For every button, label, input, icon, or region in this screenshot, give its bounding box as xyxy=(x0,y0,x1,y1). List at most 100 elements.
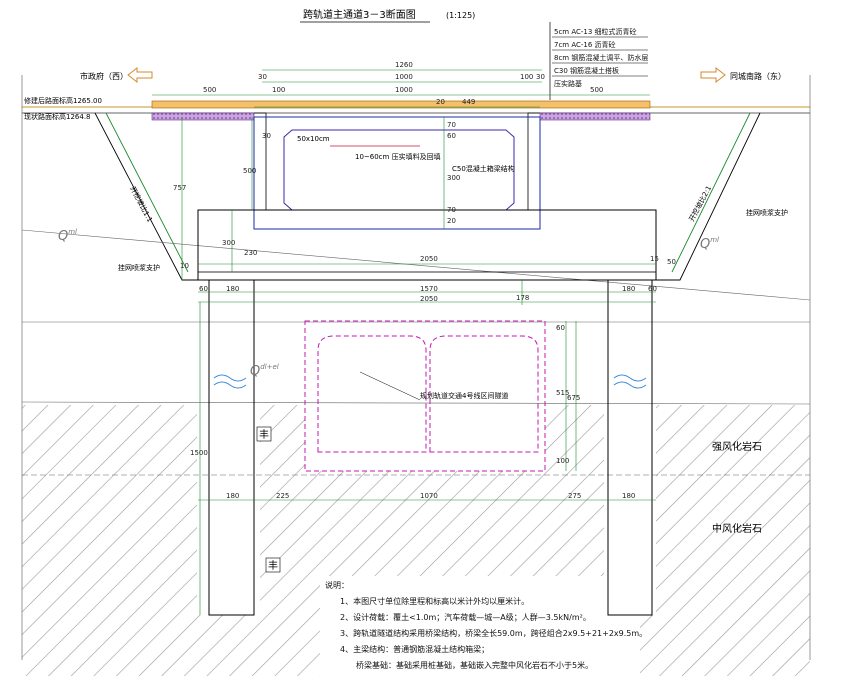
drawing-scale: (1:125) xyxy=(446,11,475,20)
dim-t515: 515 xyxy=(556,389,569,397)
dimension-lines xyxy=(152,69,656,615)
notes-block: 说明： 1、本图尺寸单位除里程和标高以米计外均以厘米计。 2、设计荷载：覆土<1… xyxy=(325,580,647,670)
dim-road-500-left: 500 xyxy=(203,86,216,94)
dim-60-right: 60 xyxy=(648,285,657,293)
pile-left xyxy=(208,279,255,616)
dim-60: 60 xyxy=(447,132,456,140)
chamfer-label: 50x10cm xyxy=(297,135,330,143)
dim-60-left: 60 xyxy=(199,285,208,293)
pavement-strip xyxy=(151,100,651,109)
pile-mask-right xyxy=(604,280,656,615)
dim-b180: 180 xyxy=(226,492,239,500)
dim-20: 20 xyxy=(436,98,445,106)
note-5: 桥梁基础：基础采用桩基础，基础嵌入完整中风化岩石不小于5米。 xyxy=(356,660,593,670)
shotcrete-right-line xyxy=(671,112,751,273)
pile-mark-box-1 xyxy=(256,426,272,442)
tunnel-leader xyxy=(359,371,421,401)
west-direction: 市政府（西） xyxy=(80,66,153,84)
approach-slab-left xyxy=(151,112,255,121)
slope-right-label: 开挖坡比2:1 xyxy=(687,184,713,223)
dim-70b: 70 xyxy=(447,206,456,214)
dim-757: 757 xyxy=(173,184,186,192)
pile-right xyxy=(607,279,653,616)
finished-elevation: 修建后路面标高1265.00 xyxy=(24,96,102,105)
west-arrow-icon xyxy=(127,66,153,84)
tunnel-mask xyxy=(305,321,545,471)
dim-50: 50 xyxy=(667,258,676,266)
tunnel-bore-left xyxy=(317,335,427,453)
dim-top-total: 1260 xyxy=(395,61,413,69)
q-dl-label: Qdl+el xyxy=(250,363,279,379)
note-2: 2、设计荷载：覆土<1.0m；汽车荷载—城—A级；人群—3.5kN/m²。 xyxy=(340,612,591,622)
abutment-left xyxy=(254,112,267,210)
existing-elevation: 现状路面标高1264.8 xyxy=(24,112,91,121)
cap-bottom-band xyxy=(197,271,657,281)
approach-slab-right xyxy=(539,112,651,121)
slope-left-label: 开挖坡比1:1 xyxy=(128,185,154,224)
drawing-title: 跨轨道主通道3－3断面图 xyxy=(303,8,416,21)
shotcrete-left-line xyxy=(105,112,189,273)
ground-boundary-3 xyxy=(21,401,811,405)
dim-20b: 20 xyxy=(447,217,456,225)
medium-weathered-rock: 中风化岩石 xyxy=(712,522,762,535)
dim-180-left: 180 xyxy=(226,285,239,293)
dim-top-30-right: 30 xyxy=(536,73,545,81)
dim-top-30-left: 30 xyxy=(258,73,267,81)
layer-5: 压实路基 xyxy=(554,79,582,88)
dim-10: 10 xyxy=(180,262,189,270)
dim-70: 70 xyxy=(447,121,456,129)
layer-1: 5cm AC-13 细粒式沥青砼 xyxy=(554,27,637,36)
dim-2050b: 2050 xyxy=(420,295,438,303)
dim-b225: 225 xyxy=(276,492,289,500)
box-girder-outline xyxy=(253,116,541,230)
dim-30: 30 xyxy=(262,132,271,140)
dim-b180r: 180 xyxy=(622,492,635,500)
shotcrete-left-label: 挂网喷浆支护 xyxy=(118,263,160,272)
east-direction: 同城南路（东） xyxy=(700,66,786,84)
dim-1500: 1500 xyxy=(190,449,208,457)
pile-cap xyxy=(197,209,657,281)
dim-b1070: 1070 xyxy=(420,492,438,500)
dim-300: 300 xyxy=(447,174,460,182)
layer-3: 8cm 钢筋混凝土调平、防水层 xyxy=(554,53,648,62)
ground-boundary-1 xyxy=(21,229,811,301)
note-1: 1、本图尺寸单位除里程和标高以米计外均以厘米计。 xyxy=(340,596,529,606)
dim-15: 15 xyxy=(650,255,659,263)
pavement-layers-legend: 5cm AC-13 细粒式沥青砼 7cm AC-16 沥青砼 8cm 钢筋混凝土… xyxy=(549,22,648,100)
q-ml-right: Qml xyxy=(700,236,719,252)
abutment-right xyxy=(527,112,540,210)
dim-cap-2050: 2050 xyxy=(420,255,438,263)
dim-t675: 675 xyxy=(567,394,580,402)
dim-inner-1000: 1000 xyxy=(395,73,413,81)
tunnel-outer xyxy=(304,320,546,472)
note-4: 4、主梁结构：普通钢筋混凝土结构箱梁； xyxy=(340,644,489,654)
dim-t60: 60 xyxy=(556,324,565,332)
dim-500: 500 xyxy=(243,167,256,175)
dim-300b: 300 xyxy=(222,239,235,247)
notes-heading: 说明： xyxy=(325,580,349,590)
box-girder-label: C50混凝土箱梁结构 xyxy=(452,164,515,173)
dim-1570: 1570 xyxy=(420,285,438,293)
dim-road-500-right: 500 xyxy=(590,86,603,94)
dim-top-100-right: 100 xyxy=(520,73,533,81)
tunnel-bore-right xyxy=(429,335,539,453)
dim-230: 230 xyxy=(244,249,257,257)
dim-t100: 100 xyxy=(556,457,569,465)
pile-mark-1: 丰 xyxy=(259,428,269,441)
dim-180-right: 180 xyxy=(622,285,635,293)
layer-4: C30 钢筋混凝土搭板 xyxy=(554,66,619,75)
note-3: 3、跨轨道隧道结构采用桥梁结构，桥梁全长59.0m，跨径组合2x9.5+21+2… xyxy=(340,628,647,638)
pile-break-left-icon xyxy=(213,374,247,389)
pile-mark-box-2 xyxy=(265,557,281,573)
metro-tunnel xyxy=(304,320,546,472)
shotcrete-right-label: 挂网喷浆支护 xyxy=(746,208,788,217)
notes-mask xyxy=(320,576,640,676)
dim-178: 178 xyxy=(516,294,529,302)
pile-break-right-icon xyxy=(613,374,647,389)
dim-b275: 275 xyxy=(568,492,581,500)
strong-weathered-rock: 强风化岩石 xyxy=(712,440,762,453)
dim-side-100-left: 100 xyxy=(272,86,285,94)
west-label: 市政府（西） xyxy=(80,71,128,81)
fill-label: 10~60cm 压实填料及回填 xyxy=(355,152,441,161)
